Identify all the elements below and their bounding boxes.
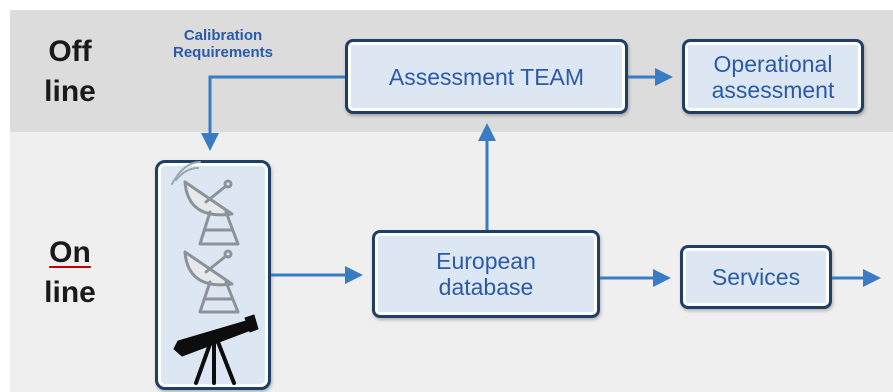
european-label-line1: European [436,248,536,274]
online-zone-label: On line [20,233,120,313]
assessment-team-label: Assessment TEAM [388,63,585,90]
operational-label-line2: assessment [711,76,835,103]
operational-label-line1: Operational [713,50,833,77]
offline-zone-label: Off line [20,32,120,112]
services-box: Services [680,245,832,309]
offline-label-line1: Off [48,35,92,68]
assessment-team-box: Assessment TEAM [345,39,628,114]
services-label: Services [711,264,801,290]
radar-dish-icon [183,179,240,246]
telescope-icon [173,314,259,385]
operational-assessment-box: Operational assessment [682,39,864,114]
offline-label-line2: line [44,75,96,108]
online-label-line2: line [44,276,96,309]
calibration-line2: Requirements [172,44,274,61]
online-label-line1: On [49,236,91,269]
signal-waves-icon [171,161,201,185]
calibration-line1: Calibration [183,27,263,44]
european-database-box: European database [372,230,600,318]
radar-dish-icon [183,249,240,314]
calibration-requirements-label: Calibration Requirements [143,27,303,61]
european-label-line2: database [438,274,534,300]
calibration-to-sensors-connector [201,75,345,151]
